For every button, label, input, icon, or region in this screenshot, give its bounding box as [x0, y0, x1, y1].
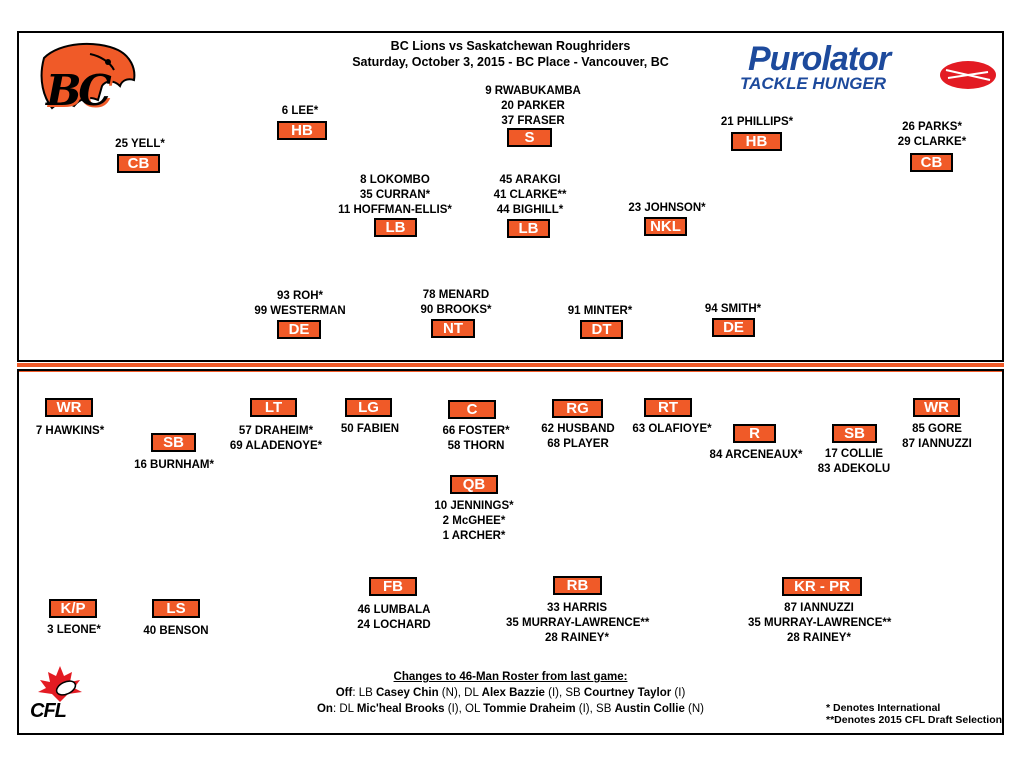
changes-off-line: Off: LB Casey Chin (N), DL Alex Bazzie (… [335, 687, 686, 699]
o-c-names: 66 FOSTER*58 THORN [442, 425, 510, 452]
d-lb-left-box: LB [374, 218, 417, 237]
s-ls-box: LS [152, 599, 200, 618]
s-rb-box: RB [553, 576, 602, 595]
d-dt-box: DT [580, 320, 623, 339]
d-de-left-names: 93 ROH*99 WESTERMAN [254, 290, 346, 317]
d-lb-mid-box: LB [507, 219, 550, 238]
s-kp-box: K/P [49, 599, 97, 618]
o-lt-box: LT [250, 398, 297, 417]
o-qb-box: QB [450, 475, 498, 494]
d-hb-left-names: 6 LEE* [281, 105, 319, 117]
d-de-right-names: 94 SMITH* [704, 303, 762, 315]
o-lt-names: 57 DRAHEIM*69 ALADENOYE* [229, 425, 323, 452]
legend-international: * Denotes International [826, 702, 941, 714]
page-title: BC Lions vs Saskatchewan Roughriders [390, 39, 631, 53]
legend-draft: **Denotes 2015 CFL Draft Selection [826, 714, 1003, 726]
maple-leaf-icon [38, 666, 82, 702]
d-s-box: S [507, 128, 552, 147]
purolator-brand: Purolator [748, 40, 891, 78]
d-nkl-box: NKL [644, 217, 687, 236]
d-cb-right-box: CB [910, 153, 953, 172]
o-wr-right-box: WR [913, 398, 960, 417]
d-de-right-box: DE [712, 318, 755, 337]
d-de-left-box: DE [277, 320, 321, 339]
d-dt-names: 91 MINTER* [567, 305, 633, 317]
purolator-tagline: TACKLE HUNGER [740, 74, 887, 93]
o-wr-left-box: WR [45, 398, 93, 417]
o-lg-names: 50 FABIEN [340, 423, 400, 435]
s-ls-names: 40 BENSON [143, 625, 209, 637]
s-krpr-box: KR - PR [782, 577, 862, 596]
o-c-box: C [448, 400, 496, 419]
purolator-logo: Purolator TACKLE HUNGER [738, 40, 1000, 96]
o-r-names: 84 ARCENEAUX* [709, 449, 803, 461]
defense-frame [17, 31, 1004, 362]
d-nkl-names: 23 JOHNSON* [628, 202, 706, 214]
s-kp-names: 3 LEONE* [47, 624, 101, 636]
o-r-box: R [733, 424, 776, 443]
football-icon [940, 61, 996, 89]
o-rt-names: 63 OLAFIOYE* [632, 423, 712, 435]
o-sb-left-box: SB [151, 433, 196, 452]
o-wr-left-names: 7 HAWKINS* [35, 425, 105, 437]
d-cb-left-box: CB [117, 154, 160, 173]
o-rt-box: RT [644, 398, 692, 417]
o-lg-box: LG [345, 398, 392, 417]
o-sb-right-box: SB [832, 424, 877, 443]
d-cb-right-names: 26 PARKS*29 CLARKE* [897, 121, 967, 148]
o-rg-box: RG [552, 399, 603, 418]
changes-heading: Changes to 46-Man Roster from last game: [393, 671, 628, 683]
o-sb-left-names: 16 BURNHAM* [134, 459, 214, 471]
d-hb-right-box: HB [731, 132, 782, 151]
d-cb-left-names: 25 YELL* [115, 138, 165, 150]
d-nt-box: NT [431, 319, 475, 338]
d-hb-left-box: HB [277, 121, 327, 140]
cfl-logo-text: CFL [30, 700, 67, 722]
field-divider-top [17, 363, 1004, 367]
bc-lions-logo: BC [30, 40, 138, 126]
s-fb-box: FB [369, 577, 417, 596]
offense-frame [17, 369, 1004, 735]
page-subtitle: Saturday, October 3, 2015 - BC Place - V… [352, 55, 669, 69]
cfl-logo: CFL [30, 664, 90, 724]
changes-on-line: On: DL Mic'heal Brooks (I), OL Tommie Dr… [316, 703, 705, 715]
d-hb-right-names: 21 PHILLIPS* [720, 116, 794, 128]
bc-logo-text: BC [46, 66, 112, 115]
o-qb-names: 10 JENNINGS*2 McGHEE*1 ARCHER* [434, 500, 514, 542]
